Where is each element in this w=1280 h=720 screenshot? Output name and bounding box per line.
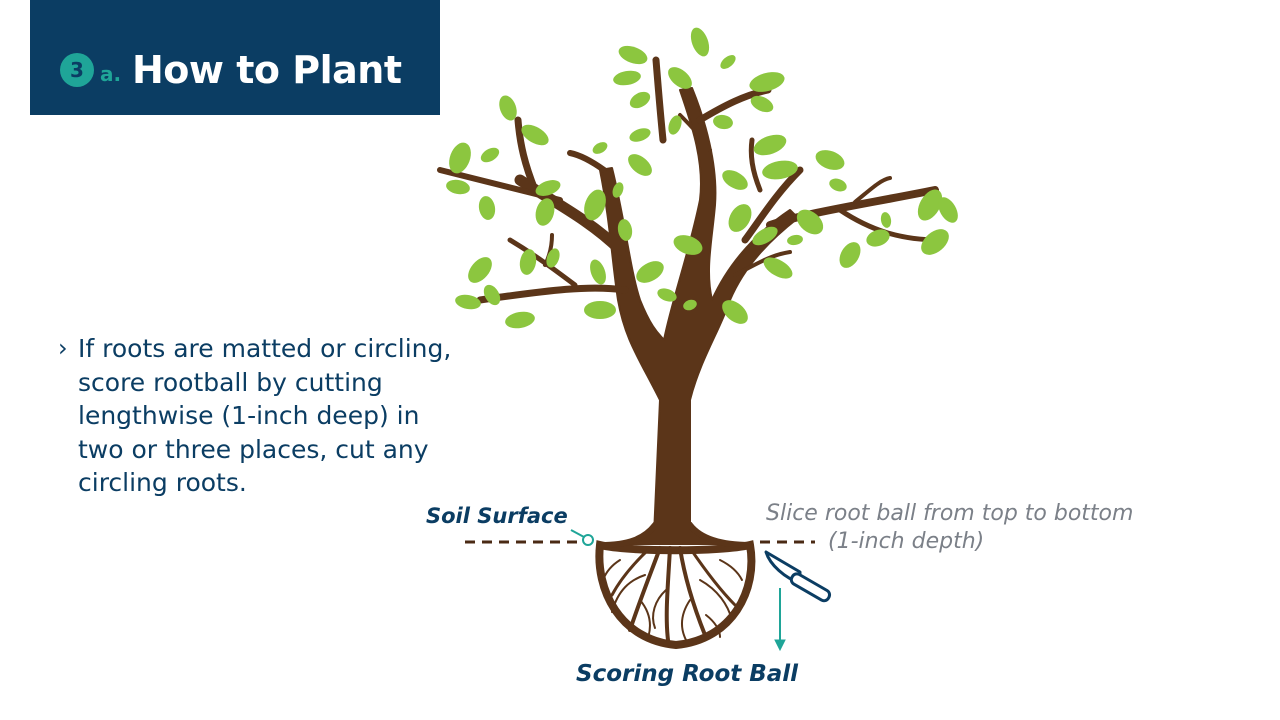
root-ball <box>595 522 756 650</box>
tree-leaves <box>446 27 958 329</box>
page-title: How to Plant <box>132 48 402 92</box>
instruction-bullet: › If roots are matted or circling, score… <box>58 332 468 500</box>
soil-surface-pointer <box>570 529 594 546</box>
step-sub-label: a. <box>100 62 122 86</box>
soil-surface-label: Soil Surface <box>426 504 568 528</box>
instruction-text: If roots are matted or circling, score r… <box>78 334 452 497</box>
chevron-right-icon: › <box>58 334 68 362</box>
slice-instruction-label: Slice root ball from top to bottom (1-in… <box>766 500 1133 556</box>
tree-trunk <box>437 56 943 536</box>
arrow-down-icon <box>774 588 786 652</box>
slice-instruction-line2: (1-inch depth) <box>828 529 985 554</box>
scoring-root-ball-label: Scoring Root Ball <box>576 661 799 687</box>
title-banner <box>30 0 440 115</box>
knife-icon <box>764 550 832 603</box>
step-number-badge: 3 <box>60 53 94 87</box>
slice-instruction-line1: Slice root ball from top to bottom <box>766 501 1134 526</box>
